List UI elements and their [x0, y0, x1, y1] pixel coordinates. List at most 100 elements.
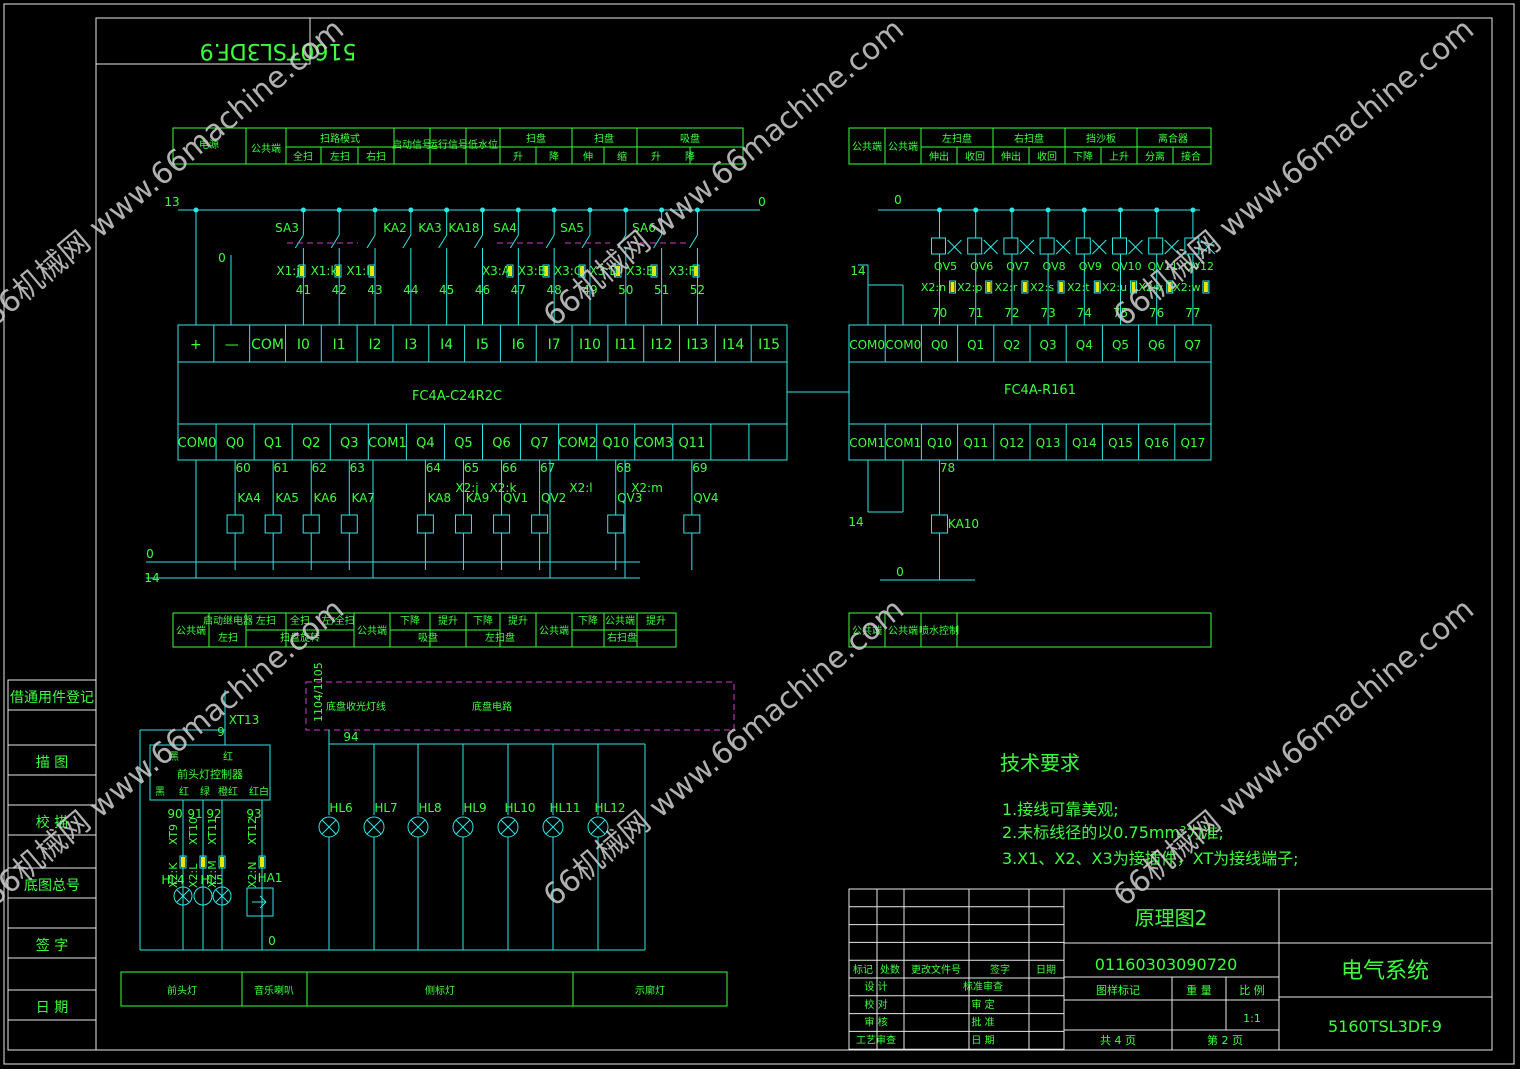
valve-symbol	[947, 239, 962, 255]
plc-output-label: Q11	[678, 436, 705, 451]
plc-ext-bottom-label: Q11	[963, 436, 988, 450]
valve-coil	[1148, 237, 1164, 255]
plc-input-label: I0	[297, 337, 310, 353]
connector	[949, 280, 956, 294]
node-label: 92	[206, 807, 221, 821]
wire-color: 黑	[169, 751, 179, 763]
footer-cell: 公共端	[852, 624, 882, 637]
connector	[542, 264, 550, 278]
connector-fill	[986, 282, 991, 292]
connector-label: X3:A	[482, 264, 511, 278]
tb-label: 重 量	[1186, 983, 1212, 997]
switch-contact	[402, 234, 412, 249]
footer-cell: 提升	[508, 615, 528, 627]
plc-ext-bottom-label: COM1	[849, 436, 885, 450]
bottom-cell: 侧标灯	[425, 984, 455, 997]
plc-ext-top-label: Q6	[1148, 338, 1165, 352]
connector-label: X2:n	[921, 281, 946, 294]
header-sub: 升	[513, 151, 523, 163]
relay-label: SA4	[493, 221, 517, 235]
footer-cell: 提升	[646, 615, 666, 627]
node-label: 73	[1040, 306, 1055, 320]
node-label: 71	[968, 306, 983, 320]
node-label: 67	[540, 461, 555, 475]
plc-ext-bottom-label: Q12	[1000, 436, 1025, 450]
connector-label: X2:r	[995, 281, 1018, 294]
left-column-label: 借通用件登记	[10, 690, 94, 706]
node-label: 68	[616, 461, 631, 475]
node-label: 52	[690, 283, 705, 297]
switch-contact	[581, 234, 591, 249]
node-label: 60	[235, 461, 250, 475]
tb-approval: 批 准	[971, 1016, 994, 1029]
connector-fill	[1131, 282, 1136, 292]
footer-table-ext: 公共端公共端喷水控制	[848, 612, 1212, 648]
plc-ext-top-label: Q5	[1112, 338, 1129, 352]
header-sub: 接合	[1181, 150, 1201, 163]
sheet-code: 5160TSL3DF.9	[1328, 1017, 1442, 1036]
plc-output-label: Q4	[416, 436, 435, 451]
connector-label: X2:M	[206, 860, 219, 888]
valve-label: QV7	[1006, 260, 1029, 273]
plc-input-label: I11	[615, 337, 637, 353]
plc-output-label: Q10	[602, 436, 629, 451]
node-label: 63	[350, 461, 365, 475]
box-label: 底盘收光灯线	[326, 700, 386, 713]
plc-ext-bottom-label: Q16	[1144, 436, 1169, 450]
header-cell: 低水位	[468, 138, 498, 151]
connector-label: X2:t	[1067, 281, 1090, 294]
footer-cell: 公共端	[605, 614, 635, 627]
connector	[258, 855, 266, 869]
switch-contact	[438, 234, 448, 249]
connector-label: X3:B	[518, 264, 546, 278]
connector-fill	[370, 266, 374, 276]
footer-cell: 公共端	[888, 624, 918, 637]
footer-cell: 扫盘旋转	[280, 631, 320, 644]
plc-output-label: Q2	[302, 436, 321, 451]
node-label: 61	[274, 461, 289, 475]
lamp-cross	[545, 819, 561, 835]
connector	[1057, 280, 1065, 294]
code-box	[95, 17, 311, 65]
lamp-icon	[212, 886, 232, 906]
lamp-label: HL11	[550, 801, 581, 815]
lamp-cross	[366, 819, 382, 835]
connector	[1130, 280, 1137, 294]
drawing-number: 01160303090720	[1095, 955, 1238, 974]
switch-contact	[509, 234, 519, 249]
plc-input-label: I14	[722, 337, 744, 353]
node-label: 41	[296, 283, 311, 297]
plc-input-label: +	[190, 337, 202, 353]
connector	[506, 264, 514, 278]
tb-head: 更改文件号	[911, 963, 961, 976]
valve-coil	[1112, 237, 1127, 255]
plc-ext-bottom-label: Q10	[927, 436, 952, 450]
connector	[199, 855, 207, 869]
node-label: 69	[692, 461, 707, 475]
lamp-icon	[193, 886, 213, 906]
switch-contact	[545, 234, 555, 249]
plc-output-label: COM1	[368, 436, 407, 451]
tech-req-title: 技术要求	[1000, 751, 1080, 775]
connector-label: X2:w	[1173, 281, 1200, 294]
connector	[1021, 280, 1029, 294]
wire-color: 橙红	[218, 785, 238, 798]
valve-label: QV10	[1111, 260, 1141, 273]
plc-output-label: Q5	[454, 436, 473, 451]
plc-ext-top-label: Q3	[1040, 338, 1057, 352]
relay-label: KA4	[237, 491, 261, 505]
valve-label: QV11	[1148, 260, 1178, 273]
plc-output-label: Q6	[492, 436, 511, 451]
connector-fill	[694, 266, 698, 276]
plc-input-label: I10	[579, 337, 601, 353]
node-label: 78	[940, 461, 955, 475]
coil	[416, 514, 434, 534]
plc-ext-top-label: COM0	[849, 338, 885, 352]
relay-label: QV4	[693, 491, 718, 505]
tb-design: 设 计	[864, 980, 887, 993]
node-label: 0	[146, 547, 154, 561]
header-sub: 收回	[1037, 150, 1057, 163]
xt-label: XT9	[167, 824, 180, 845]
connector-label: X2:L	[187, 863, 200, 888]
